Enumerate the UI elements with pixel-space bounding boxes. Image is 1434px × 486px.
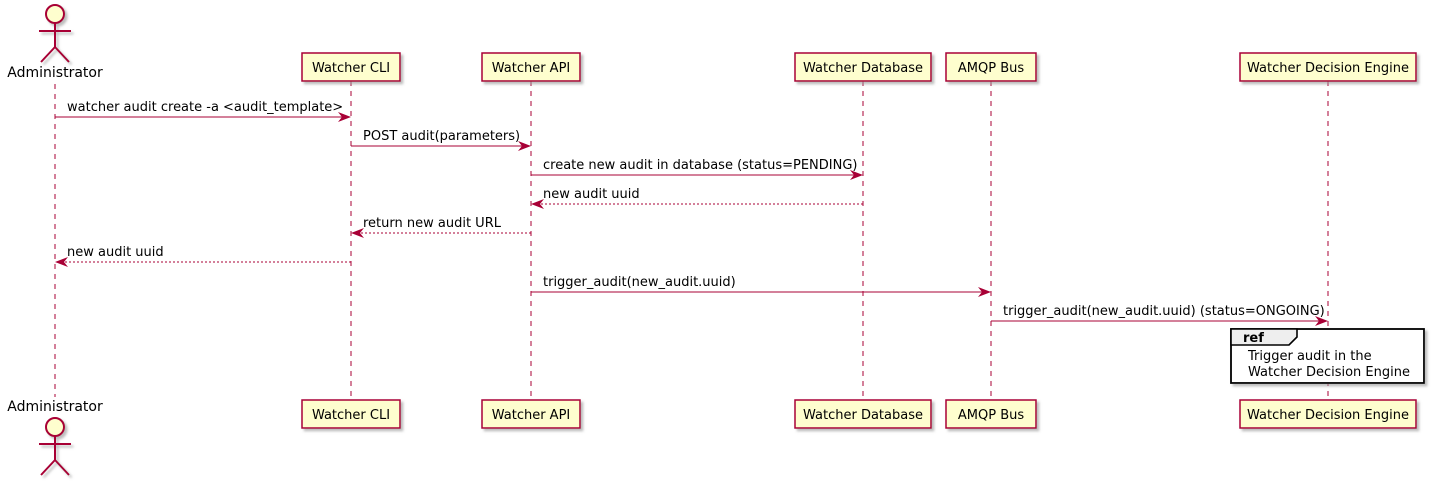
message-label: new audit uuid [543,187,640,202]
arrowhead [978,287,991,297]
actor-leg-right [54,459,70,476]
actor-leg-left [40,459,56,476]
participant-label: Watcher Database [803,408,923,423]
actor-leg-right [54,46,70,63]
actor-head [45,4,65,24]
arrowhead [338,112,351,122]
participant-label: Watcher API [492,61,571,76]
arrowhead [850,170,863,180]
message-label: POST audit(parameters) [363,129,520,144]
participant-box [301,52,401,82]
ref-keyword: ref [1243,331,1264,346]
message-7-trigger-audit-new-audit-uuid-: trigger_audit(new_audit.uuid) [531,275,991,297]
participant-label: Watcher Database [803,61,923,76]
message-8-trigger-audit-new-audit-uuid-s: trigger_audit(new_audit.uuid) (status=ON… [991,304,1328,326]
message-label: watcher audit create -a <audit_template> [67,100,343,115]
actor-head [45,417,65,437]
messages-layer: watcher audit create -a <audit_template>… [55,100,1328,326]
message-3-create-new-audit-in-database-s: create new audit in database (status=PEN… [531,158,863,180]
arrowhead [518,141,531,151]
message-2-post-audit-parameters-: POST audit(parameters) [351,129,531,151]
arrowhead [351,228,364,238]
message-label: return new audit URL [363,216,502,231]
participant-watcher-database-top: Watcher Database [794,52,932,82]
message-6-new-audit-uuid: new audit uuid [55,245,351,267]
arrowhead [55,257,68,267]
participant-label: Watcher API [492,408,571,423]
participant-box [794,52,932,82]
actor-label: Administrator [7,65,103,81]
ref-text-line: Watcher Decision Engine [1248,365,1410,380]
participant-amqp-bus-bottom: AMQP Bus [945,399,1037,429]
message-label: trigger_audit(new_audit.uuid) (status=ON… [1003,304,1325,319]
message-label: trigger_audit(new_audit.uuid) [543,275,736,290]
participant-box [301,399,401,429]
actor-administrator-top: Administrator [7,4,103,81]
actor-leg-left [40,46,56,63]
participant-box [794,399,932,429]
arrowhead [1315,316,1328,326]
participant-label: Watcher Decision Engine [1247,408,1409,423]
participant-watcher-cli-bottom: Watcher CLI [301,399,401,429]
ref-text-line: Trigger audit in the [1247,349,1372,364]
participant-box [481,52,581,82]
participant-watcher-decision-engine-bottom: Watcher Decision Engine [1239,399,1417,429]
participant-label: Watcher CLI [312,61,390,76]
message-4-new-audit-uuid: new audit uuid [531,187,863,209]
message-label: new audit uuid [67,245,164,260]
participant-box [945,52,1037,82]
participant-watcher-api-bottom: Watcher API [481,399,581,429]
participant-label: Watcher Decision Engine [1247,61,1409,76]
stick-figure [39,417,71,476]
arrowhead [531,199,544,209]
message-5-return-new-audit-url: return new audit URL [351,216,531,238]
participant-box [945,399,1037,429]
lifelines-layer [54,81,1329,400]
participant-watcher-decision-engine-top: Watcher Decision Engine [1239,52,1417,82]
participant-label: AMQP Bus [958,408,1024,423]
participant-box [1239,52,1417,82]
participant-watcher-database-bottom: Watcher Database [794,399,932,429]
participant-label: Watcher CLI [312,408,390,423]
actor-administrator-bottom: Administrator [7,399,103,476]
participants-layer: Watcher CLI Watcher CLI Watcher API Watcher… [301,52,1417,429]
ref-tab [1230,328,1298,346]
participant-amqp-bus-top: AMQP Bus [945,52,1037,82]
participant-watcher-cli-top: Watcher CLI [301,52,401,82]
participant-box [481,399,581,429]
message-label: create new audit in database (status=PEN… [543,158,858,173]
participant-watcher-api-top: Watcher API [481,52,581,82]
stick-figure [39,4,71,63]
participant-label: AMQP Bus [958,61,1024,76]
participant-box [1239,399,1417,429]
actor-label: Administrator [7,399,103,415]
message-1-watcher-audit-create-a-audit-t: watcher audit create -a <audit_template> [55,100,351,122]
